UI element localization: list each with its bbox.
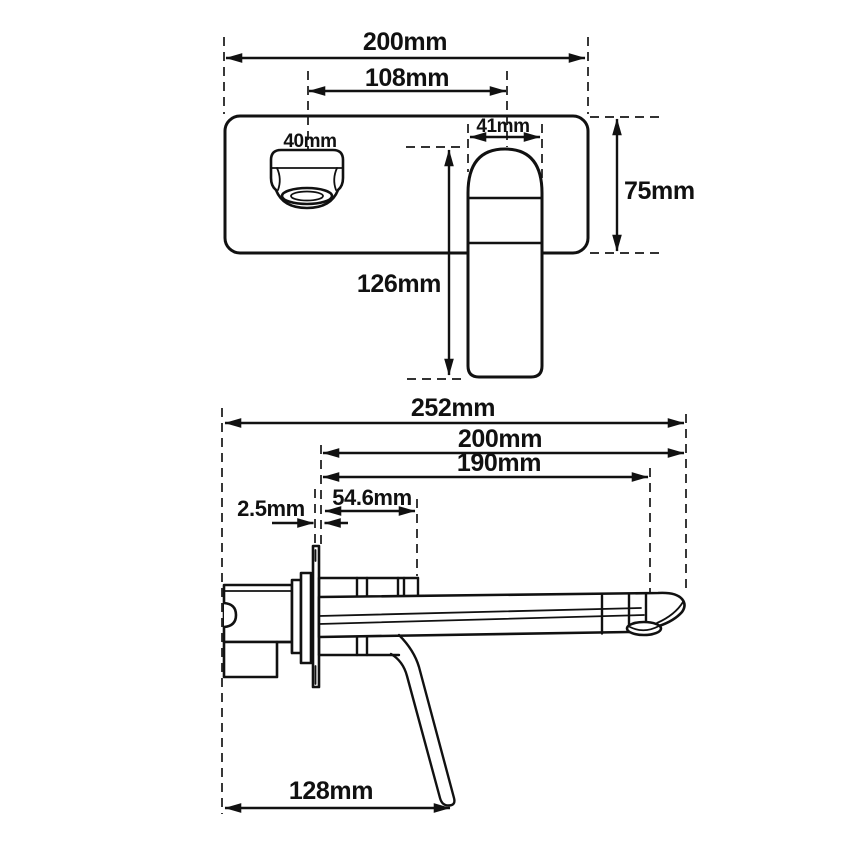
spout-width-label: 40mm bbox=[283, 131, 336, 152]
side-view: 252mm 200mm 190mm 54.6mm 2.5mm 128mm bbox=[221, 394, 687, 814]
front-spout bbox=[269, 148, 345, 210]
spout-outlet-depth-label: 190mm bbox=[457, 449, 541, 477]
spout-total-depth-label: 200mm bbox=[458, 425, 542, 453]
dimension-handle-depth: 128mm bbox=[224, 777, 451, 813]
dimension-body-depth: 54.6mm bbox=[324, 485, 416, 516]
dimension-plate-height: 75mm bbox=[612, 118, 695, 252]
overall-depth-label: 252mm bbox=[411, 394, 495, 422]
plate-width-label: 200mm bbox=[363, 28, 447, 56]
body-depth-label: 54.6mm bbox=[332, 485, 412, 510]
side-collar-outer bbox=[290, 578, 303, 655]
side-spout-outlet bbox=[625, 620, 663, 637]
side-handle-lever bbox=[389, 633, 456, 807]
dimension-overall-depth: 252mm bbox=[224, 394, 685, 428]
side-collar-inner bbox=[299, 571, 313, 665]
front-handle bbox=[466, 147, 544, 379]
dimension-spout-width: 40mm bbox=[283, 131, 337, 152]
side-valve-body bbox=[222, 571, 313, 679]
dimension-plate-gap: 2.5mm bbox=[237, 496, 348, 528]
front-wall-plate bbox=[223, 114, 590, 255]
front-extension-lines bbox=[223, 37, 661, 380]
dimension-spout-total-depth: 200mm bbox=[322, 425, 685, 458]
front-handle-body bbox=[466, 147, 544, 379]
dimension-handle-width: 41mm bbox=[469, 116, 541, 142]
handle-width-label: 41mm bbox=[476, 116, 529, 137]
plate-height-label: 75mm bbox=[624, 177, 695, 205]
handle-length-label: 126mm bbox=[357, 270, 441, 298]
side-extension-lines bbox=[221, 408, 687, 814]
handle-depth-label: 128mm bbox=[289, 777, 373, 805]
front-view: 200mm 108mm 40mm 41mm 75mm 126mm bbox=[223, 28, 695, 380]
front-spout-aerator bbox=[280, 186, 334, 206]
dimension-spout-outlet-depth: 190mm bbox=[322, 449, 649, 482]
dimension-centres: 108mm bbox=[308, 64, 507, 96]
centres-label: 108mm bbox=[365, 64, 449, 92]
dimension-plate-width: 200mm bbox=[225, 28, 586, 63]
side-spout bbox=[317, 591, 686, 639]
plate-gap-label: 2.5mm bbox=[237, 496, 305, 521]
dimension-handle-length: 126mm bbox=[357, 149, 454, 376]
